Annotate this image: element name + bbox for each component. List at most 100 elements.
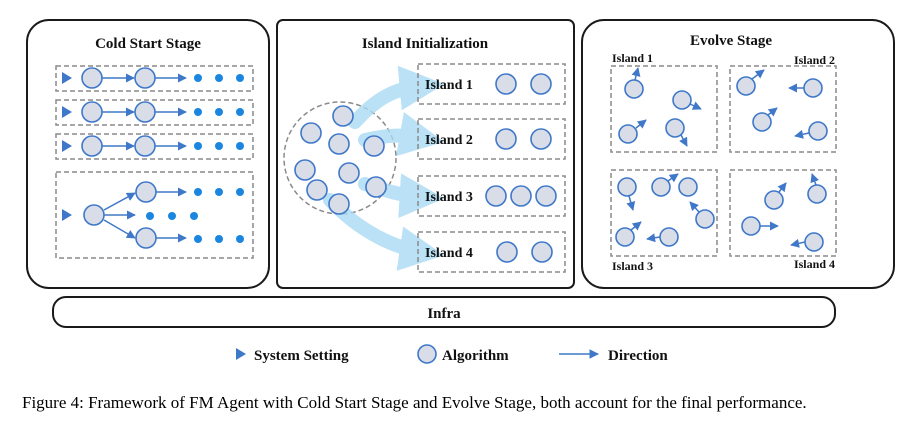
flow-arrow-1 <box>348 65 445 129</box>
evolve-2-algorithm-4 <box>808 121 828 141</box>
branch-mid-dot-1 <box>146 212 154 220</box>
evolve-island-2-label: Island 2 <box>794 53 835 67</box>
evolve-1-algorithm-1 <box>624 79 644 99</box>
cold-start-row-3 <box>55 133 254 160</box>
init-island-3-algorithm-2 <box>510 185 532 207</box>
pool-algorithm-5 <box>294 159 316 181</box>
branch-mid-dot-2 <box>168 212 176 220</box>
row-2-dot-3 <box>236 108 244 116</box>
row-3-algorithm-a <box>81 135 103 157</box>
evolve-1-algorithm-3 <box>618 124 638 144</box>
row-3-dot-1 <box>194 142 202 150</box>
infra-bar <box>52 296 836 328</box>
direction-arrow <box>689 201 700 213</box>
init-island-4: Island 4 <box>417 231 566 273</box>
init-island-1-box <box>417 63 566 105</box>
evolve-island-4-box <box>729 169 837 257</box>
evolve-2-algorithm-2 <box>803 78 823 98</box>
cold-start-row-4 <box>55 171 254 259</box>
row-2-dot-2 <box>215 108 223 116</box>
evolve-3-algorithm-4 <box>695 209 715 229</box>
row-3-dot-3 <box>236 142 244 150</box>
branch-algorithm-bottom <box>135 227 157 249</box>
init-island-2-algorithm-1 <box>495 128 517 150</box>
evolve-island-3-box <box>610 169 718 257</box>
row-1-dot-3 <box>236 74 244 82</box>
direction-arrow <box>646 233 661 243</box>
evolve-3-algorithm-5 <box>615 227 635 247</box>
pool-algorithms <box>294 105 387 215</box>
direction-arrow <box>794 129 810 139</box>
init-island-algorithms <box>485 73 557 263</box>
pool-algorithm-6 <box>338 162 360 184</box>
pool-algorithm-2 <box>300 122 322 144</box>
direction-arrow <box>635 119 647 129</box>
branch-arrow-up <box>103 192 136 211</box>
direction-arrow <box>767 107 778 117</box>
evolve-island-4-label: Island 4 <box>794 257 835 271</box>
init-island-3-label: Island 3 <box>425 190 473 205</box>
row-1-algorithm-a <box>81 67 103 89</box>
row-2-algorithm-b <box>134 101 156 123</box>
evolve-1-algorithm-4 <box>665 118 685 138</box>
init-island-2-label: Island 2 <box>425 133 473 148</box>
direction-arrow <box>810 173 819 186</box>
direction-arrow <box>626 195 636 211</box>
init-island-4-algorithm-2 <box>531 241 553 263</box>
row-1-dot-1 <box>194 74 202 82</box>
row-1-algorithm-b <box>134 67 156 89</box>
branch-root-algorithm <box>83 204 105 226</box>
evolve-4-algorithm-4 <box>804 232 824 252</box>
pool-algorithm-1 <box>332 105 354 127</box>
branch-top-dot-1 <box>194 188 202 196</box>
init-island-1: Island 1 <box>417 63 566 105</box>
direction-arrow <box>751 69 765 80</box>
evolve-3-algorithm-2 <box>651 177 671 197</box>
init-island-3-algorithm-3 <box>535 185 557 207</box>
branch-mid-dot-3 <box>190 212 198 220</box>
init-island-4-label: Island 4 <box>425 246 473 261</box>
branch-bottom-dot-3 <box>236 235 244 243</box>
population-pool <box>283 101 397 215</box>
init-island-1-label: Island 1 <box>425 78 473 93</box>
evolve-2-algorithm-1 <box>736 76 756 96</box>
pool-algorithm-4 <box>363 135 385 157</box>
branch-top-dot-3 <box>236 188 244 196</box>
init-island-4-algorithm-1 <box>496 241 518 263</box>
cold-start-rows <box>55 65 254 259</box>
island-init-title: Island Initialization <box>362 36 489 52</box>
row-2-dot-1 <box>194 108 202 116</box>
branch-arrow-down <box>103 219 136 239</box>
evolve-title: Evolve Stage <box>690 33 772 49</box>
evolve-1-algorithm-2 <box>672 90 692 110</box>
evolve-4-algorithm-2 <box>807 184 827 204</box>
direction-arrow <box>631 67 641 81</box>
row-1-dot-2 <box>215 74 223 82</box>
evolve-3-algorithm-3 <box>678 177 698 197</box>
pool-algorithm-7 <box>306 179 328 201</box>
evolve-island-3-label: Island 3 <box>612 259 653 273</box>
row-3-system-setting <box>62 140 72 152</box>
cold-start-row-1 <box>55 65 254 92</box>
direction-arrow <box>790 238 806 248</box>
legend-circle-icon <box>417 344 437 364</box>
init-island-2-box <box>417 118 566 160</box>
init-island-3: Island 3 <box>417 175 566 217</box>
init-island-1-algorithm-2 <box>530 73 552 95</box>
evolve-4-algorithm-1 <box>764 190 784 210</box>
cold-start-content <box>62 67 244 249</box>
direction-arrow <box>667 173 679 183</box>
branch-system-setting <box>62 209 72 221</box>
infra-label: Infra <box>427 306 461 322</box>
direction-arrow <box>689 101 702 110</box>
branch-algorithm-top <box>135 181 157 203</box>
pool-algorithm-8 <box>328 193 350 215</box>
direction-arrow <box>777 182 787 193</box>
figure-caption: Figure 4: Framework of FM Agent with Col… <box>22 393 807 412</box>
init-island-2-algorithm-2 <box>530 128 552 150</box>
row-2-system-setting <box>62 106 72 118</box>
row-2-algorithm-a <box>81 101 103 123</box>
evolve-3-algorithm-1 <box>617 177 637 197</box>
branch-bottom-dot-1 <box>194 235 202 243</box>
